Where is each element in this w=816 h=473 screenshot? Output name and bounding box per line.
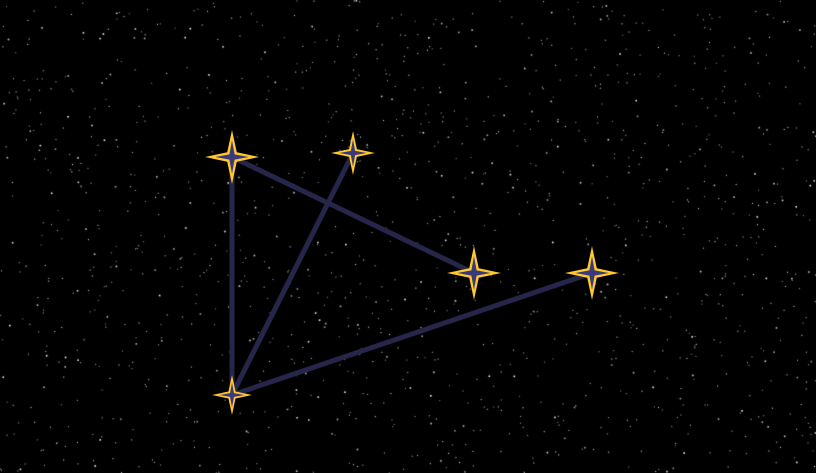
four-point-star-icon[interactable] bbox=[565, 246, 619, 300]
star-inner-shape bbox=[575, 256, 609, 290]
star-inner-shape bbox=[215, 140, 249, 174]
constellation-line-star-2-star-5 bbox=[229, 150, 356, 398]
four-point-star-icon[interactable] bbox=[205, 130, 259, 184]
four-point-star-icon[interactable] bbox=[331, 131, 375, 175]
four-point-star-icon[interactable] bbox=[447, 246, 501, 300]
constellation-edges bbox=[229, 150, 595, 398]
star-inner-shape bbox=[339, 139, 367, 167]
star-inner-shape bbox=[219, 382, 245, 408]
four-point-star-icon[interactable] bbox=[212, 375, 252, 415]
constellation-line-star-4-star-5 bbox=[229, 270, 595, 398]
constellation-stars bbox=[205, 130, 619, 415]
constellation-line-star-1-star-3 bbox=[229, 154, 477, 276]
star-inner-shape bbox=[457, 256, 491, 290]
